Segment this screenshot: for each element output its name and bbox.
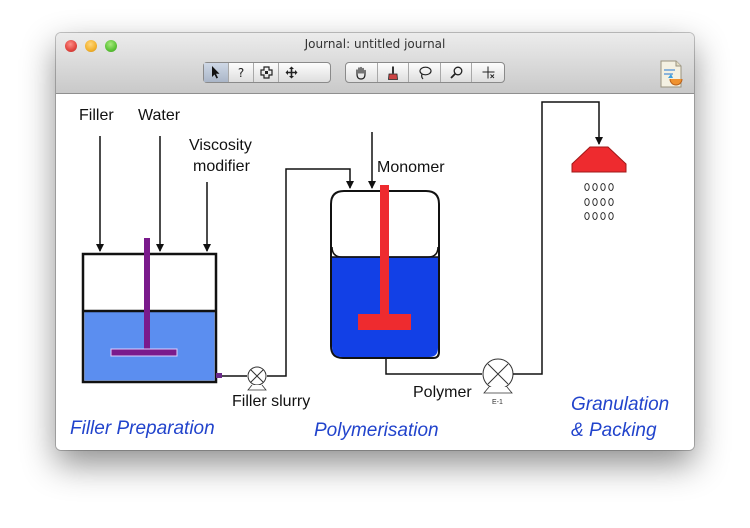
filler-slurry-pump[interactable] <box>247 366 267 391</box>
minimize-window-button[interactable] <box>85 40 97 52</box>
crosshair-icon <box>482 66 495 79</box>
polymerisation-section-title: Polymerisation <box>314 420 439 441</box>
tool-group-1: ? <box>203 62 331 83</box>
arrow-pointer-icon <box>212 66 220 79</box>
polymer-line-1 <box>385 358 482 375</box>
pointer-tool-button[interactable] <box>204 63 229 82</box>
filler-preparation-tank[interactable] <box>81 238 222 384</box>
slurry-line-to-reactor <box>267 168 354 377</box>
journal-window: Journal: untitled journal ? <box>56 33 694 450</box>
monomer-label: Monomer <box>377 159 445 176</box>
hand-tool-button[interactable] <box>346 63 378 82</box>
viscosity-modifier-label-line2: modifier <box>193 158 251 175</box>
polymer-label: Polymer <box>413 384 472 401</box>
zoom-window-button[interactable] <box>105 40 117 52</box>
filler-preparation-section-title: Filler Preparation <box>70 418 215 439</box>
polymer-pump-e1[interactable] <box>482 358 514 394</box>
filler-slurry-label: Filler slurry <box>232 393 310 410</box>
help-tool-button[interactable]: ? <box>229 63 254 82</box>
polymerisation-reactor[interactable] <box>330 185 440 359</box>
window-title: Journal: untitled journal <box>304 37 446 51</box>
tool-group-2 <box>345 62 505 83</box>
granulator[interactable] <box>571 146 627 220</box>
journal-canvas[interactable]: Filler Water Viscosity modifier <box>56 94 694 450</box>
four-way-arrow-icon <box>285 66 298 79</box>
polymer-line-to-granulator <box>513 101 603 375</box>
hand-icon <box>356 66 366 80</box>
magnifier-icon <box>449 66 463 79</box>
question-icon: ? <box>237 65 245 80</box>
crosshair-tool-button[interactable] <box>472 63 504 82</box>
frame-icon <box>259 66 273 79</box>
brush-tool-button[interactable] <box>378 63 410 82</box>
magnify-tool-button[interactable] <box>441 63 473 82</box>
filler-tank-agitator-shaft <box>144 238 150 351</box>
filler-tank-outlet <box>216 373 222 378</box>
filler-label: Filler <box>79 107 114 124</box>
reactor-agitator-shaft <box>380 185 389 314</box>
filler-tank-agitator-blade <box>110 348 178 357</box>
journal-document-icon[interactable] <box>656 59 686 89</box>
lasso-tool-button[interactable] <box>409 63 441 82</box>
pump-tag-label: E-1 <box>492 399 503 406</box>
zoom-frame-tool-button[interactable] <box>254 63 279 82</box>
brush-icon <box>387 66 398 80</box>
reactor-agitator-blade <box>358 314 411 330</box>
close-window-button[interactable] <box>65 40 77 52</box>
granule-droplets <box>584 183 614 220</box>
viscosity-modifier-label-line1: Viscosity <box>189 137 252 154</box>
move-tool-button[interactable] <box>279 63 304 82</box>
process-flow-diagram: Filler Water Viscosity modifier <box>70 101 669 441</box>
water-label: Water <box>138 107 181 124</box>
title-bar: Journal: untitled journal ? <box>56 33 694 94</box>
granulation-section-title-line2: & Packing <box>571 420 657 441</box>
lasso-icon <box>418 66 432 79</box>
granulation-section-title-line1: Granulation <box>571 394 669 415</box>
